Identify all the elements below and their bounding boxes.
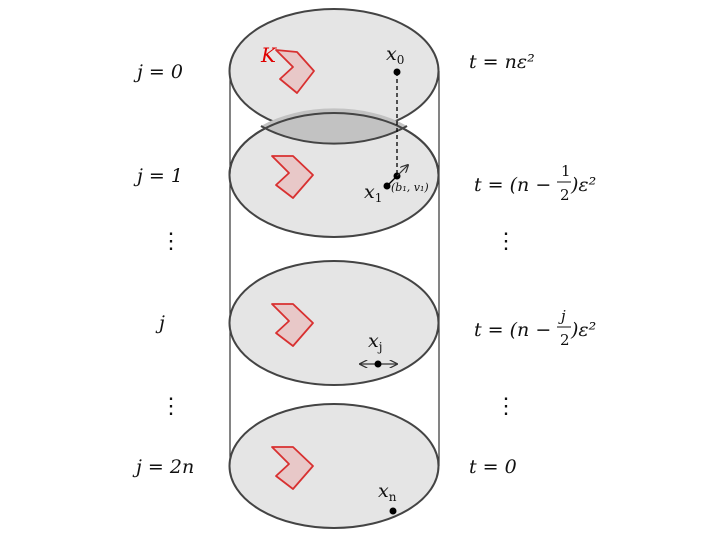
label-t1-num: 1 <box>561 162 571 180</box>
label-j0: j = 0 <box>133 61 183 83</box>
label-t-last: t = 0 <box>469 456 517 478</box>
label-j2n: j = 2n <box>132 456 194 478</box>
label-j1: j = 1 <box>133 165 183 187</box>
label-tj-num: j <box>558 307 566 325</box>
label-t0: t = nε² <box>469 51 535 73</box>
point-x1 <box>383 182 391 190</box>
label-tj-den: 2 <box>560 331 570 349</box>
step-arrow <box>396 165 408 177</box>
label-tj-suffix: )ε² <box>570 319 596 341</box>
point-xj-label: xj <box>368 330 382 354</box>
slice-disk-j0-bottom-arc <box>260 125 408 145</box>
slice-disk-j2n <box>228 403 440 529</box>
set-k-shape-j1 <box>271 155 314 199</box>
set-k-shape-j0 <box>275 49 315 94</box>
vdots-right-2: ⋮ <box>495 394 517 419</box>
label-t1-prefix: t = (n − <box>474 174 551 196</box>
point-x1-label: x1 <box>364 181 382 205</box>
step-label: (b₁, v₁) <box>391 181 429 194</box>
set-k-label: K <box>260 43 277 67</box>
label-t1-den: 2 <box>560 186 570 204</box>
set-k-shape-j2n <box>271 446 314 490</box>
label-tj-prefix: t = (n − <box>474 319 551 341</box>
point-x0-label: x0 <box>386 43 404 67</box>
point-xn <box>389 507 397 515</box>
label-t1-suffix: )ε² <box>570 174 596 196</box>
vdots-left-2: ⋮ <box>160 394 182 419</box>
slice-disk-j1-top-arc <box>228 112 440 176</box>
point-xn-label: xn <box>378 480 397 504</box>
set-k-shape-j <box>271 303 314 347</box>
vdots-right-1: ⋮ <box>495 229 517 254</box>
point-xj <box>374 360 382 368</box>
slice-disk-j <box>228 260 440 386</box>
label-j: j <box>155 312 165 334</box>
vdots-left-1: ⋮ <box>160 229 182 254</box>
